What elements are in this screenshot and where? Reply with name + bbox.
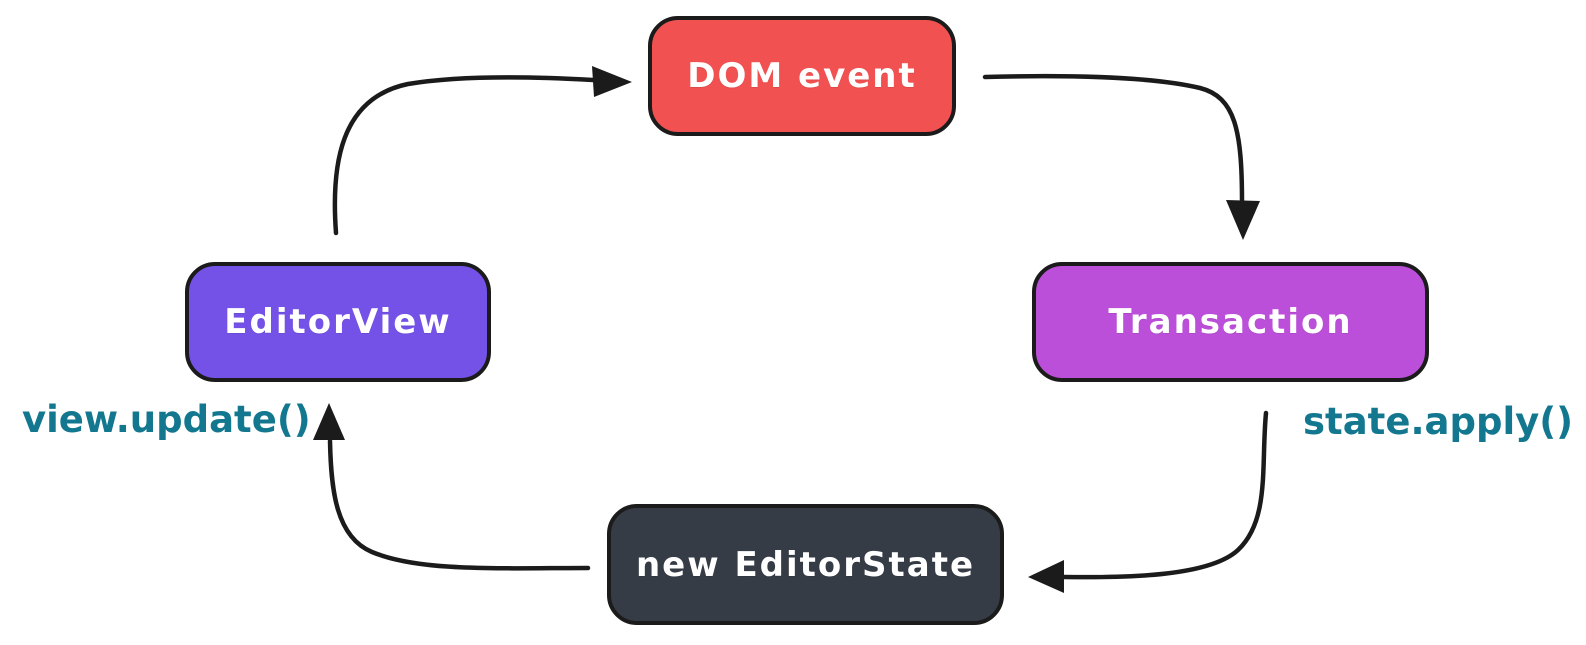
node-transaction: Transaction <box>1032 262 1429 382</box>
arrowhead-right-icon <box>592 66 632 97</box>
arrow-dom-event-to-transaction <box>982 73 1260 240</box>
node-transaction-label: Transaction <box>1108 302 1353 342</box>
arrowhead-down-icon <box>1226 200 1260 240</box>
arrow-line <box>982 73 1245 205</box>
node-dom-event: DOM event <box>648 16 956 136</box>
node-editor-view-label: EditorView <box>224 302 452 342</box>
arrowhead-up-icon <box>313 403 345 440</box>
node-editor-view: EditorView <box>185 262 491 382</box>
node-new-editor-state-label: new EditorState <box>635 544 976 585</box>
node-new-editor-state: new EditorState <box>607 504 1004 625</box>
arrow-line <box>327 438 591 571</box>
arrow-transaction-to-new-editor-state <box>1028 410 1269 593</box>
annotation-view-update: view.update() <box>22 398 311 441</box>
arrow-editor-view-to-dom-event <box>332 66 632 236</box>
arrow-line <box>1061 410 1269 580</box>
arrow-new-editor-state-to-editor-view <box>313 403 591 571</box>
arrow-line <box>332 75 596 236</box>
node-dom-event-label: DOM event <box>687 56 917 96</box>
arrowhead-left-icon <box>1028 560 1064 593</box>
annotation-state-apply: state.apply() <box>1303 400 1574 443</box>
